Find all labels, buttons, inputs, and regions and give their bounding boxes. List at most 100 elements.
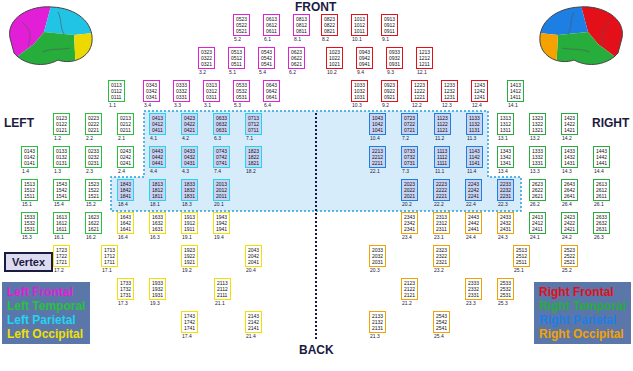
sensor-label: 20.2 (401, 201, 413, 207)
sensor-triplet: 183318321831 (181, 179, 198, 201)
sensor-triplet: 242324222421 (561, 212, 578, 234)
sensor-box: 23232322232123.2 (433, 245, 450, 273)
sensor-box: 0713071207117.1 (245, 113, 262, 141)
channel-number: 0231 (88, 160, 99, 166)
channel-number: 0523 (236, 16, 247, 22)
sensor-triplet: 212321222121 (401, 278, 418, 300)
sensor-box: 14431442144114.4 (593, 146, 610, 174)
channel-number: 0143 (24, 148, 35, 154)
channel-number: 2041 (248, 259, 259, 265)
channel-number: 1721 (56, 259, 67, 265)
channel-number: 1813 (152, 181, 163, 187)
channel-number: 1143 (469, 148, 480, 154)
channel-number: 0131 (56, 160, 67, 166)
channel-number: 1231 (444, 94, 455, 100)
channel-number: 2313 (436, 214, 447, 220)
channel-number: 2022 (404, 187, 415, 193)
channel-number: 1921 (184, 259, 195, 265)
sensor-label: 18.4 (117, 201, 129, 207)
sensor-label: 19.2 (181, 267, 193, 273)
sensor-label: 5.4 (258, 69, 267, 75)
channel-number: 1922 (184, 253, 195, 259)
sensor-triplet: 224322422241 (465, 179, 482, 201)
sensor-triplet: 234323422341 (401, 212, 418, 234)
channel-number: 2522 (564, 253, 575, 259)
sensor-box: 0623062206216.2 (288, 47, 305, 75)
sensor-triplet: 024302420241 (117, 146, 134, 168)
channel-number: 2523 (564, 247, 575, 253)
channel-number: 0311 (206, 94, 217, 100)
sensor-box: 16431642164116.4 (117, 212, 134, 240)
sensor-box: 0943094209419.4 (356, 47, 373, 75)
sensor-label: 9.2 (381, 102, 390, 108)
channel-number: 0531 (236, 94, 247, 100)
sensor-triplet: 094309420941 (356, 47, 373, 69)
sensor-label: 24.3 (497, 234, 509, 240)
channel-number: 2121 (404, 292, 415, 298)
legend-swatch: Left Parietal (7, 313, 85, 327)
sensor-box: 24332432243124.3 (497, 212, 514, 240)
channel-number: 2031 (372, 259, 383, 265)
sensor-box: 13131312131113.1 (497, 113, 514, 141)
sensor-box: 21432142214121.4 (245, 311, 262, 339)
channel-number: 0613 (266, 16, 277, 22)
sensor-triplet: 171317121711 (101, 245, 118, 267)
channel-number: 1313 (500, 115, 511, 121)
channel-number: 0222 (88, 121, 99, 127)
channel-number: 1422 (564, 121, 575, 127)
sensor-label: 2.2 (85, 135, 94, 141)
channel-number: 0622 (291, 55, 302, 61)
channel-number: 0722 (404, 121, 415, 127)
channel-number: 1213 (419, 49, 430, 55)
direction-label: FRONT (295, 1, 336, 14)
channel-number: 2122 (404, 286, 415, 292)
channel-number: 1111 (437, 160, 447, 166)
sensor-box: 0133013201311.3 (53, 146, 70, 174)
channel-number: 2342 (404, 220, 415, 226)
sensor-label: 7.1 (245, 135, 254, 141)
sensor-box: 0533053205315.3 (233, 80, 250, 108)
sensor-box: 0723072207217.2 (401, 113, 418, 141)
sensor-triplet: 023302320231 (85, 146, 102, 168)
sensor-triplet: 151315121511 (21, 179, 38, 201)
channel-number: 1622 (88, 220, 99, 226)
channel-number: 1643 (120, 214, 131, 220)
legend-swatch: Right Parietal (539, 313, 626, 327)
sensor-label: 5.1 (228, 69, 237, 75)
sensor-label: 12.2 (411, 102, 423, 108)
channel-number: 1932 (152, 286, 163, 292)
channel-number: 1823 (248, 148, 259, 154)
channel-number: 1243 (474, 82, 485, 88)
sensor-triplet: 021302120211 (117, 113, 134, 135)
sensor-triplet: 241324122411 (529, 212, 546, 234)
sensor-box: 25232522252125.2 (561, 245, 578, 273)
sensor-box: 0613061206116.1 (263, 14, 280, 42)
sensor-label: 10.2 (326, 69, 338, 75)
sensor-box: 21132112211121.1 (214, 278, 231, 306)
sensor-label: 14.4 (593, 168, 605, 174)
sensor-triplet: 121312121211 (416, 47, 433, 69)
sensor-triplet: 113311321131 (466, 113, 483, 135)
channel-number: 1841 (120, 193, 131, 199)
channel-number: 1223 (414, 82, 425, 88)
sensor-triplet: 041304120411 (149, 113, 166, 135)
channel-number: 1513 (24, 181, 35, 187)
sensor-triplet: 133313321331 (529, 146, 546, 168)
sensor-triplet: 164316421641 (117, 212, 134, 234)
channel-number: 0541 (261, 61, 272, 67)
channel-number: 0943 (359, 49, 370, 55)
sensor-box: 0923092209219.2 (381, 80, 398, 108)
channel-number: 2321 (436, 259, 447, 265)
sensor-triplet: 033303320331 (173, 80, 190, 102)
channel-number: 2143 (248, 313, 259, 319)
channel-number: 2633 (596, 214, 607, 220)
sensor-triplet: 192319221921 (181, 245, 198, 267)
legend-text: Right Frontal (539, 285, 614, 299)
left-brain-illustration (2, 2, 102, 72)
channel-number: 1322 (532, 121, 543, 127)
channel-number: 0612 (266, 22, 277, 28)
channel-number: 0412 (152, 121, 163, 127)
sensor-triplet: 253325322531 (497, 278, 514, 300)
sensor-triplet: 161316121611 (53, 212, 70, 234)
sensor-triplet: 243324322431 (497, 212, 514, 234)
